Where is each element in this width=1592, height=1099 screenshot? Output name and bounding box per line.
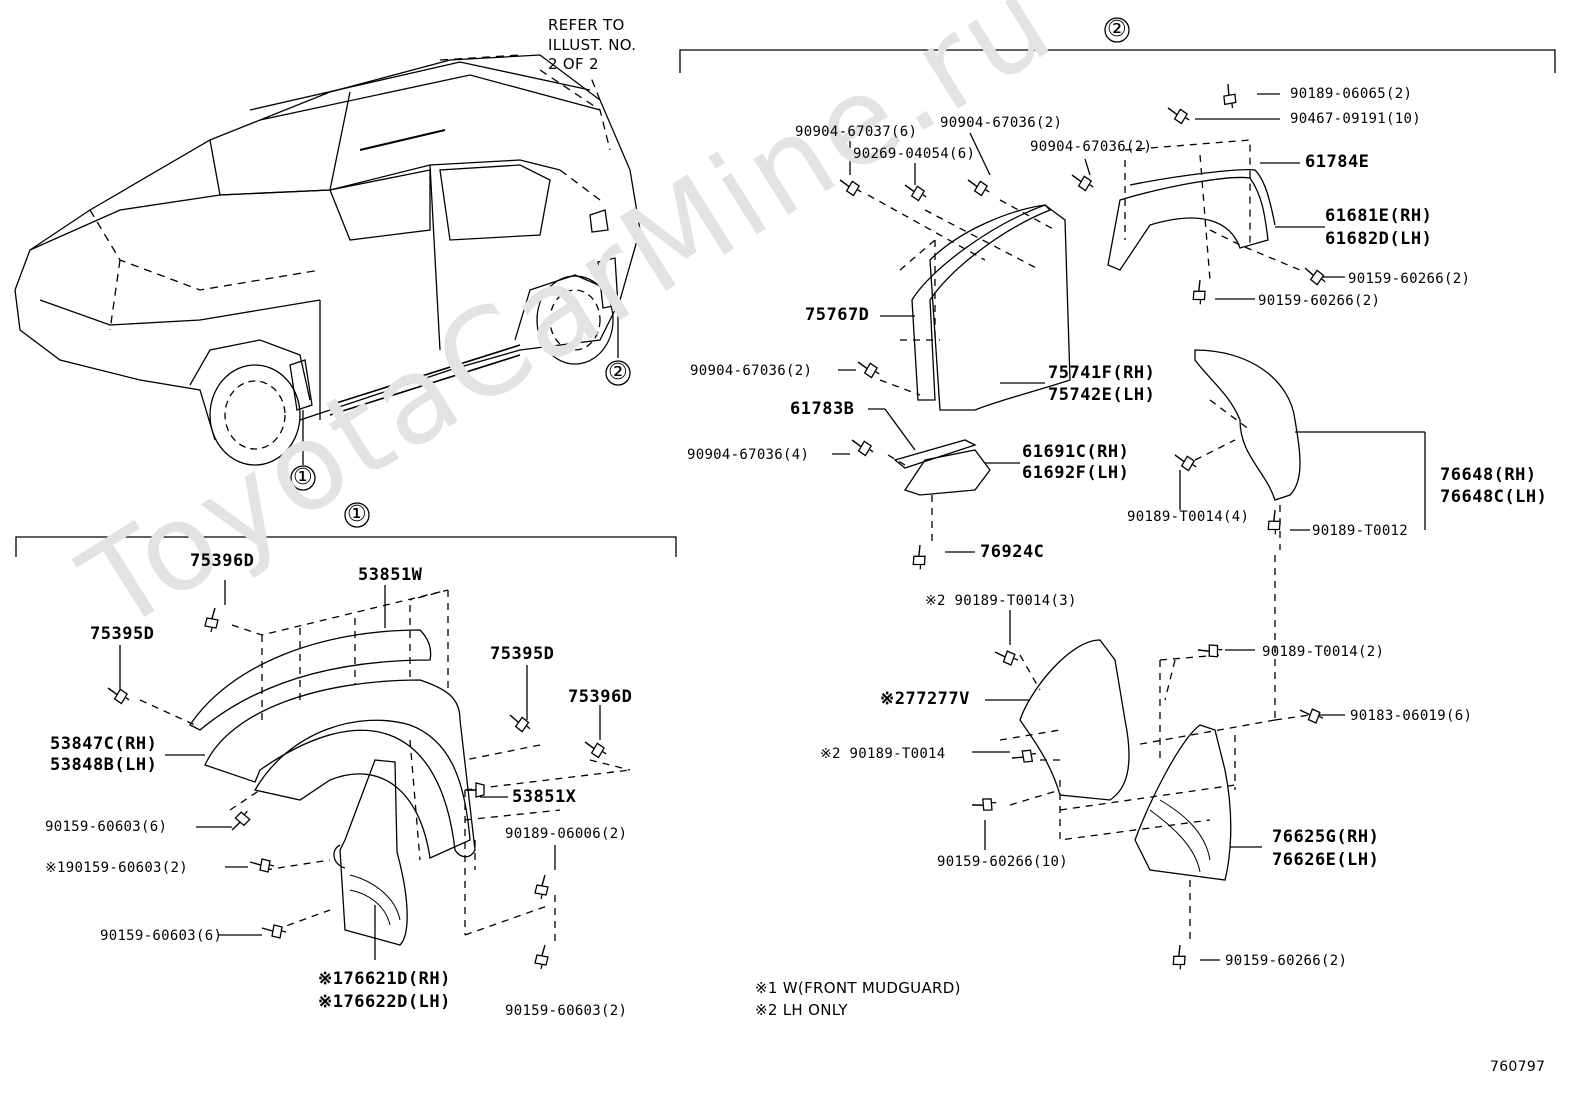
part-76924C: 76924C — [980, 542, 1045, 562]
part-90159-60603-2: 90159-60603(2) — [505, 1003, 628, 1019]
part-2-90189-T0014-3: ※2 90189-T0014(3) — [925, 593, 1077, 609]
rear-arch-molding-group — [893, 169, 1301, 881]
section2-dashed-lines — [867, 139, 1311, 940]
circle-marker-2: ② — [608, 360, 628, 385]
part-90159-60603-6b: 90159-60603(6) — [100, 928, 223, 944]
part-75395D-b: 75395D — [490, 644, 555, 664]
vehicle-illustration — [14, 54, 641, 466]
part-76648: 76648(RH) — [1440, 465, 1537, 485]
part-190159-60603-2: ※190159-60603(2) — [45, 860, 188, 876]
part-90159-60266-10: 90159-60266(10) — [937, 854, 1068, 870]
marker-circle-2-section — [1104, 17, 1130, 43]
section2-leader-lines — [832, 93, 1426, 961]
note-2: ※2 LH ONLY — [755, 1001, 848, 1019]
refer-note-line2: ILLUST. NO. — [548, 36, 637, 54]
part-61784E: 61784E — [1305, 152, 1370, 172]
circle-marker-2-section: ② — [1107, 17, 1127, 42]
section1-leader-lines — [119, 580, 601, 960]
part-76648C: 76648C(LH) — [1440, 487, 1548, 507]
part-53851W: 53851W — [358, 565, 423, 585]
part-90467-09191: 90467-09191(10) — [1290, 111, 1421, 127]
part-53847C: 53847C(RH) — [50, 734, 158, 754]
part-90159-60603-6a: 90159-60603(6) — [45, 819, 168, 835]
part-176621D: ※176621D(RH) — [318, 969, 451, 989]
part-75767D: 75767D — [805, 305, 870, 325]
part-90904-67036-2c: 90904-67036(2) — [690, 363, 813, 379]
drawing-number: 760797 — [1490, 1059, 1546, 1075]
part-61692F: 61692F(LH) — [1022, 463, 1130, 483]
section1-bracket — [15, 536, 677, 557]
part-90904-67036-4: 90904-67036(4) — [687, 447, 810, 463]
part-90159-60266-2c: 90159-60266(2) — [1225, 953, 1348, 969]
part-53851X: 53851X — [512, 787, 577, 807]
part-90189-06065: 90189-06065(2) — [1290, 86, 1413, 102]
part-75395D-a: 75395D — [90, 624, 155, 644]
part-90904-67037: 90904-67037(6) — [795, 124, 918, 140]
part-2-77277V: ※277277V — [880, 689, 970, 709]
part-90159-60266-2a: 90159-60266(2) — [1348, 271, 1471, 287]
part-2-90189-T0014: ※2 90189-T0014 — [820, 746, 946, 762]
part-61681E: 61681E(RH) — [1325, 206, 1433, 226]
part-76626E: 76626E(LH) — [1272, 850, 1380, 870]
part-90189-T0012: 90189-T0012 — [1312, 523, 1409, 539]
part-90269-04054: 90269-04054(6) — [853, 146, 976, 162]
refer-note-line3: 2 OF 2 — [548, 55, 599, 73]
part-176622D: ※176622D(LH) — [318, 992, 451, 1012]
refer-note-line1: REFER TO — [548, 16, 625, 34]
marker-circle-2-overview — [605, 360, 631, 386]
note-1: ※1 W(FRONT MUDGUARD) — [755, 979, 961, 997]
part-90904-67036-2b: 90904-67036(2) — [1030, 139, 1153, 155]
part-75396D-b: 75396D — [568, 687, 633, 707]
part-90189-T0014-2: 90189-T0014(2) — [1262, 644, 1385, 660]
fasteners — [103, 82, 1329, 972]
part-76625G: 76625G(RH) — [1272, 827, 1380, 847]
circle-marker-1-section: ① — [347, 502, 367, 527]
part-90189-06006-2: 90189-06006(2) — [505, 826, 628, 842]
part-90189-T0014-4: 90189-T0014(4) — [1127, 509, 1250, 525]
part-90904-67036-2a: 90904-67036(2) — [940, 115, 1063, 131]
part-75396D-a: 75396D — [190, 551, 255, 571]
marker-circle-1-overview — [290, 465, 316, 491]
part-61783B: 61783B — [790, 399, 855, 419]
fender-liner-group — [189, 629, 476, 946]
section1-dashed-lines — [139, 589, 631, 945]
part-90183-06019: 90183-06019(6) — [1350, 708, 1473, 724]
part-75741F: 75741F(RH) — [1048, 363, 1156, 383]
part-75742E: 75742E(LH) — [1048, 385, 1156, 405]
section2-bracket — [679, 49, 1556, 73]
circle-marker-1: ① — [293, 465, 313, 490]
part-90159-60266-2b: 90159-60266(2) — [1258, 293, 1381, 309]
part-53848B: 53848B(LH) — [50, 755, 158, 775]
part-61691C: 61691C(RH) — [1022, 442, 1130, 462]
part-61682D: 61682D(LH) — [1325, 229, 1433, 249]
marker-circle-1-section — [344, 502, 370, 528]
